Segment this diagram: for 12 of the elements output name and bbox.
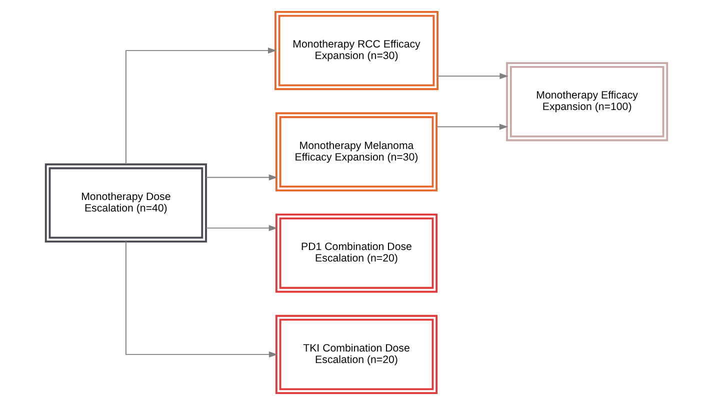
arrow (436, 73, 508, 80)
node-box: PD1 Combination Dose Escalation (n=20) (274, 214, 438, 293)
arrow (205, 225, 278, 232)
node-box: Monotherapy Melanoma Efficacy Expansion (n=30) (274, 112, 438, 192)
arrow (205, 174, 278, 180)
node-box: TKI Combination Dose Escalation (n=20) (274, 314, 438, 394)
arrow (124, 48, 276, 165)
node-box: Monotherapy Efficacy Expansion (n=100) (506, 62, 668, 142)
node-box: Monotherapy RCC Efficacy Expansion (n=30) (274, 11, 438, 90)
arrow (436, 124, 508, 130)
arrow (124, 241, 278, 358)
node-box: Monotherapy Dose Escalation (n=40) (44, 163, 206, 243)
